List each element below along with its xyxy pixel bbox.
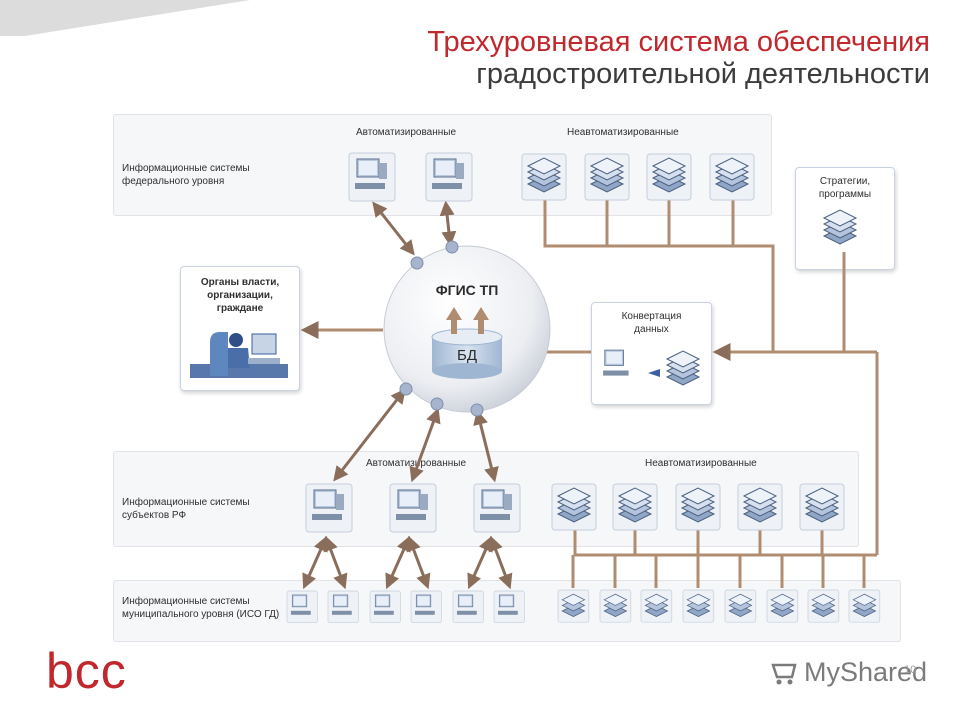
municipal-label: Информационные системы муниципального ур… xyxy=(122,596,280,620)
conversion-computer xyxy=(603,349,629,376)
myshared-icon xyxy=(771,663,797,685)
db-cylinder xyxy=(431,328,503,379)
document-stacks xyxy=(521,153,858,531)
strategies-label: Стратегии, программы xyxy=(818,176,872,200)
double-arrows xyxy=(302,200,513,590)
subjects-label: Информационные системы субъектов РФ xyxy=(122,497,250,521)
sphere-connectors xyxy=(399,240,484,417)
operator-illustration xyxy=(190,332,288,378)
municipal-document-stacks xyxy=(557,589,881,623)
db-label: БД xyxy=(456,347,477,364)
center-label: ФГИС ТП xyxy=(435,282,499,298)
subjects-nonauto-header: Неавтоматизированные xyxy=(645,458,757,469)
organs-label: Органы власти, организации, граждане xyxy=(200,277,280,314)
municipal-auto-computers xyxy=(286,590,525,624)
conversion-arrow xyxy=(648,369,660,377)
connector-lines xyxy=(543,197,879,588)
myshared-watermark: MyShared xyxy=(804,657,928,687)
bcc-logo: bcc xyxy=(46,643,127,699)
federal-label: Информационные системы федерального уров… xyxy=(122,163,250,187)
db-up-arrows xyxy=(446,307,489,334)
conversion-card: Конвертация данных xyxy=(591,302,712,405)
page-number: 10 xyxy=(904,664,917,676)
page-subtitle: градостроительной деятельности xyxy=(476,58,930,90)
federal-nonauto-header: Неавтоматизированные xyxy=(567,127,679,138)
subjects-auto-computers xyxy=(305,483,521,533)
conversion-label: Конвертация данных xyxy=(621,311,682,335)
federal-auto-header: Автоматизированные xyxy=(356,127,457,138)
center-label-holder: ФГИС ТП xyxy=(420,282,514,304)
federal-auto-computers xyxy=(348,152,473,202)
page-title: Трехуровневая система обеспечения xyxy=(427,26,930,58)
